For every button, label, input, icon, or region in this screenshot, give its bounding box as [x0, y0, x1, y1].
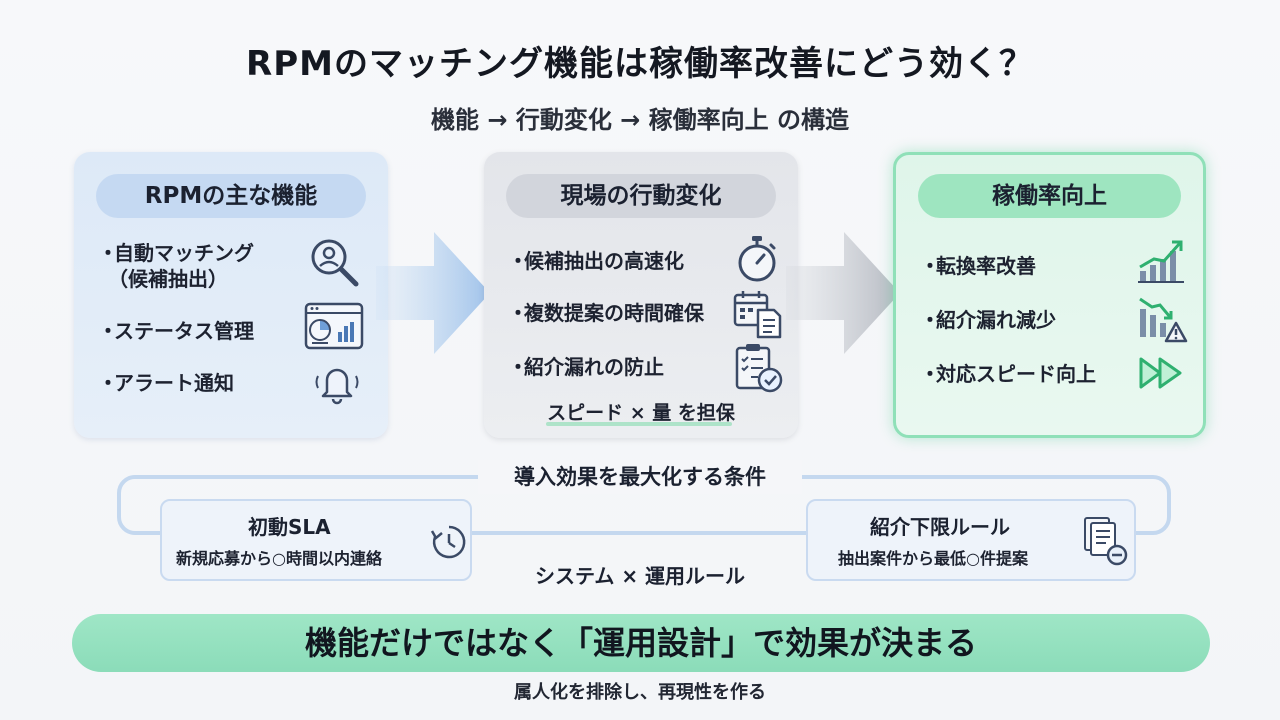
flow-arrow-2 — [786, 232, 900, 354]
behavior-note: スピード × 量 を担保 — [547, 402, 735, 424]
documents-minus-icon — [1084, 517, 1128, 566]
sla-sub: 新規応募から○時間以内連絡 — [176, 549, 382, 568]
referral-rule-box: 紹介下限ルール 抽出案件から最低○件提案 — [806, 499, 1136, 581]
behavior-item-prevent: ・紹介漏れの防止 — [508, 355, 664, 379]
outcome-item-speed: ・対応スピード向上 — [920, 362, 1096, 386]
sla-title: 初動SLA — [248, 515, 331, 539]
magnifier-user-icon — [311, 239, 359, 287]
checklist-icon — [735, 344, 783, 393]
stopwatch-icon — [738, 236, 776, 282]
functions-header: RPMの主な機能 — [96, 174, 366, 218]
fast-forward-icon — [1139, 357, 1182, 389]
page-subtitle: 機能 → 行動変化 → 稼働率向上 の構造 — [431, 106, 849, 134]
sla-box: 初動SLA 新規応募から○時間以内連絡 — [160, 499, 472, 581]
behavior-header: 現場の行動変化 — [506, 174, 776, 218]
rising-chart-icon — [1138, 240, 1184, 283]
behavior-item-time: ・複数提案の時間確保 — [508, 301, 704, 325]
function-item-matching: ・自動マッチング （候補抽出） — [98, 241, 254, 291]
clock-icon — [430, 525, 466, 559]
outcome-item-reduce: ・紹介漏れ減少 — [920, 308, 1056, 332]
calendar-document-icon — [733, 291, 782, 339]
conclusion-banner: 機能だけではなく「運用設計」で効果が決まる — [72, 614, 1210, 672]
bell-icon — [315, 368, 359, 405]
functions-card: RPMの主な機能 ・自動マッチング （候補抽出） ・ステータス管理 ・アラート通… — [74, 152, 388, 438]
page-title: RPMのマッチング機能は稼働率改善にどう効く？ — [246, 44, 1034, 84]
dashboard-icon — [304, 302, 364, 350]
behavior-card: 現場の行動変化 ・候補抽出の高速化 ・複数提案の時間確保 ・紹介漏れの防止 — [484, 152, 798, 438]
function-item-alert: ・アラート通知 — [98, 371, 234, 395]
footer-text: 属人化を排除し、再現性を作る — [514, 682, 766, 703]
referral-rule-title: 紹介下限ルール — [870, 515, 1010, 539]
referral-rule-sub: 抽出案件から最低○件提案 — [838, 549, 1028, 568]
function-item-status: ・ステータス管理 — [98, 319, 254, 343]
system-rule-label: システム × 運用ルール — [534, 564, 746, 588]
declining-chart-warning-icon — [1139, 297, 1188, 343]
conditions-title: 導入効果を最大化する条件 — [478, 460, 802, 494]
outcome-card: 稼働率向上 ・転換率改善 ・紹介漏れ減少 ・対応スピード向上 — [893, 152, 1206, 438]
note-highlight — [546, 422, 732, 426]
behavior-item-speed: ・候補抽出の高速化 — [508, 249, 684, 273]
outcome-item-conversion: ・転換率改善 — [920, 254, 1036, 278]
outcome-header: 稼働率向上 — [918, 174, 1181, 218]
flow-arrow-1 — [376, 232, 490, 354]
